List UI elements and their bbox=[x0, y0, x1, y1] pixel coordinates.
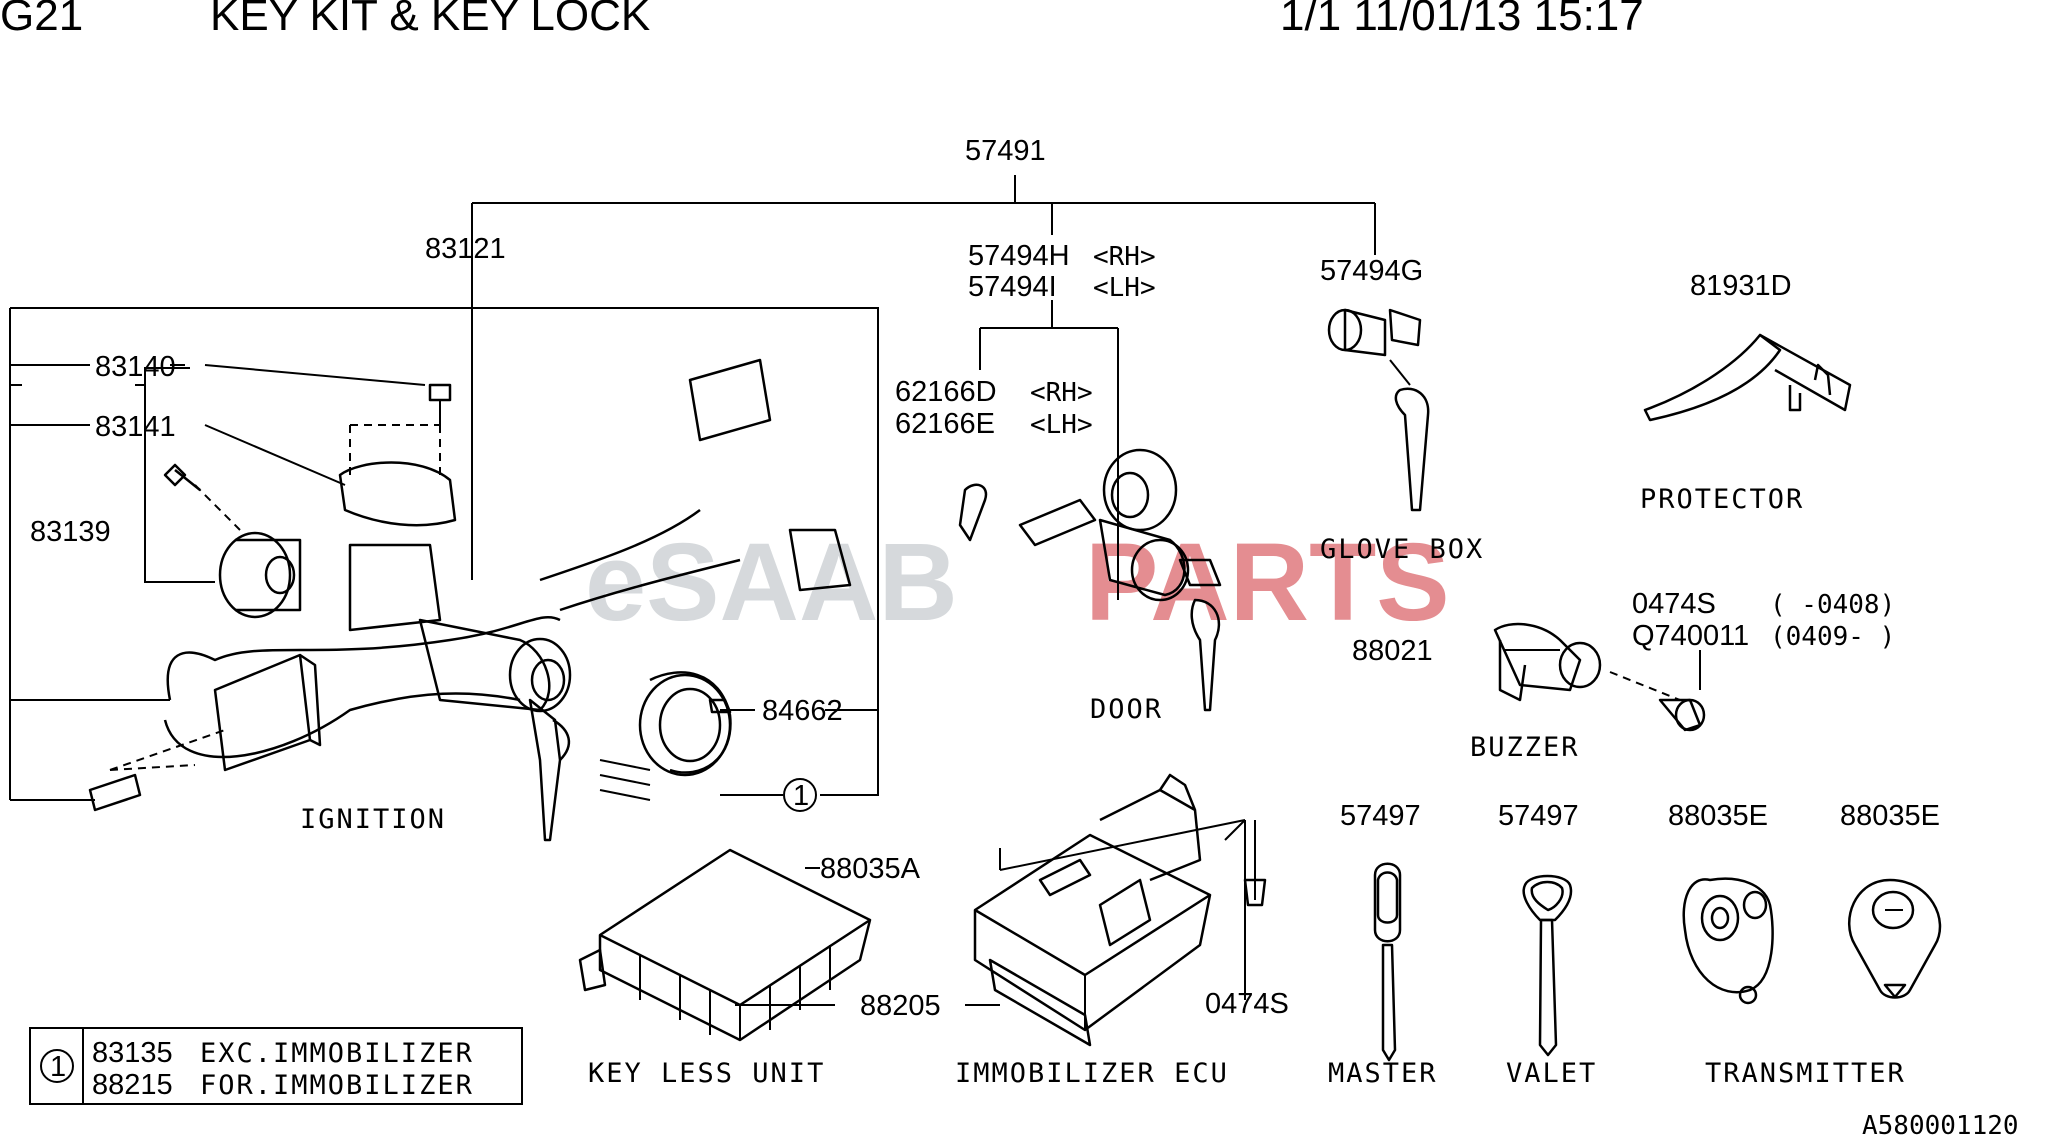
part-83141-label[interactable]: 83141 bbox=[95, 411, 176, 443]
diagram-code: G21 bbox=[0, 0, 83, 40]
part-88205-label[interactable]: 88205 bbox=[860, 990, 941, 1022]
part-83121-label[interactable]: 83121 bbox=[425, 233, 506, 265]
part-57494I-label[interactable]: 57494I bbox=[968, 271, 1057, 303]
legend-row-2-part: 88215 bbox=[92, 1069, 173, 1101]
part-0474S-buzzer-label[interactable]: 0474S bbox=[1632, 588, 1716, 620]
valet-key-drawing bbox=[1522, 874, 1573, 1057]
part-Q740011-label[interactable]: Q740011 bbox=[1632, 620, 1749, 652]
part-83140-label[interactable]: 83140 bbox=[95, 351, 176, 383]
protector-drawing bbox=[1643, 333, 1852, 422]
caption-door: DOOR bbox=[1090, 694, 1163, 725]
caption-transmitter: TRANSMITTER bbox=[1705, 1058, 1906, 1089]
part-88035E-1-label[interactable]: 88035E bbox=[1668, 800, 1768, 832]
part-57497-valet-label[interactable]: 57497 bbox=[1498, 800, 1579, 832]
part-62166E-side: <LH> bbox=[1030, 410, 1093, 440]
part-57494H-label[interactable]: 57494H bbox=[968, 240, 1070, 272]
watermark-prefix: eSAAB bbox=[585, 521, 958, 644]
keyless-unit-drawing bbox=[578, 848, 872, 1042]
legend-box: 1 83135 EXC.IMMOBILIZER 88215 FOR.IMMOBI… bbox=[29, 1027, 523, 1105]
ignition-assembly-drawing bbox=[88, 358, 852, 842]
part-83139-label[interactable]: 83139 bbox=[30, 516, 111, 548]
ref-marker-1-label: 1 bbox=[793, 780, 809, 812]
door-lock-drawing bbox=[958, 448, 1222, 712]
part-62166D-label[interactable]: 62166D bbox=[895, 376, 997, 408]
caption-buzzer: BUZZER bbox=[1470, 732, 1580, 763]
part-Q740011-range: (0409- ) bbox=[1770, 622, 1895, 652]
ref-marker-1 bbox=[783, 778, 817, 812]
diagram-ref-code: A580001120 bbox=[1862, 1111, 2019, 1141]
part-81931D-label[interactable]: 81931D bbox=[1690, 270, 1792, 302]
legend-marker: 1 bbox=[50, 1051, 66, 1083]
legend-row-1-part: 83135 bbox=[92, 1037, 173, 1069]
caption-glove-box: GLOVE BOX bbox=[1320, 534, 1484, 565]
glove-box-lock-drawing bbox=[1327, 308, 1430, 512]
part-57494G-label[interactable]: 57494G bbox=[1320, 255, 1423, 287]
legend-row-1-desc: EXC.IMMOBILIZER bbox=[200, 1038, 474, 1069]
part-62166E-label[interactable]: 62166E bbox=[895, 408, 995, 440]
caption-ignition: IGNITION bbox=[300, 804, 446, 835]
caption-immobilizer-ecu: IMMOBILIZER ECU bbox=[955, 1058, 1229, 1089]
part-57494H-side: <RH> bbox=[1093, 242, 1156, 272]
part-88021-label[interactable]: 88021 bbox=[1352, 635, 1433, 667]
watermark: eSAAB PARTS bbox=[585, 521, 1450, 644]
caption-keyless-unit: KEY LESS UNIT bbox=[588, 1058, 825, 1089]
watermark-suffix: PARTS bbox=[1085, 521, 1450, 644]
transmitter-1-drawing bbox=[1682, 877, 1774, 1005]
caption-valet: VALET bbox=[1506, 1058, 1597, 1089]
part-62166D-side: <RH> bbox=[1030, 378, 1093, 408]
part-57491-label[interactable]: 57491 bbox=[965, 135, 1046, 167]
caption-protector: PROTECTOR bbox=[1640, 484, 1804, 515]
immobilizer-ecu-drawing bbox=[973, 773, 1267, 1047]
part-57497-master-label[interactable]: 57497 bbox=[1340, 800, 1421, 832]
master-key-drawing bbox=[1373, 862, 1402, 1062]
diagram-title: KEY KIT & KEY LOCK bbox=[210, 0, 650, 40]
buzzer-drawing bbox=[1493, 622, 1706, 732]
part-88035A-label[interactable]: 88035A bbox=[820, 853, 921, 885]
legend-row-2-desc: FOR.IMMOBILIZER bbox=[200, 1070, 474, 1101]
page-date: 1/1 11/01/13 15:17 bbox=[1280, 0, 1644, 40]
callout-lines bbox=[9, 175, 1701, 1006]
part-57494I-side: <LH> bbox=[1093, 273, 1156, 303]
part-84662-label[interactable]: 84662 bbox=[762, 695, 843, 727]
part-88035E-2-label[interactable]: 88035E bbox=[1840, 800, 1940, 832]
part-0474S-buzzer-range: ( -0408) bbox=[1770, 590, 1895, 620]
caption-master: MASTER bbox=[1328, 1058, 1438, 1089]
part-0474S-ecu-label[interactable]: 0474S bbox=[1205, 988, 1289, 1020]
transmitter-2-drawing bbox=[1847, 878, 1942, 999]
